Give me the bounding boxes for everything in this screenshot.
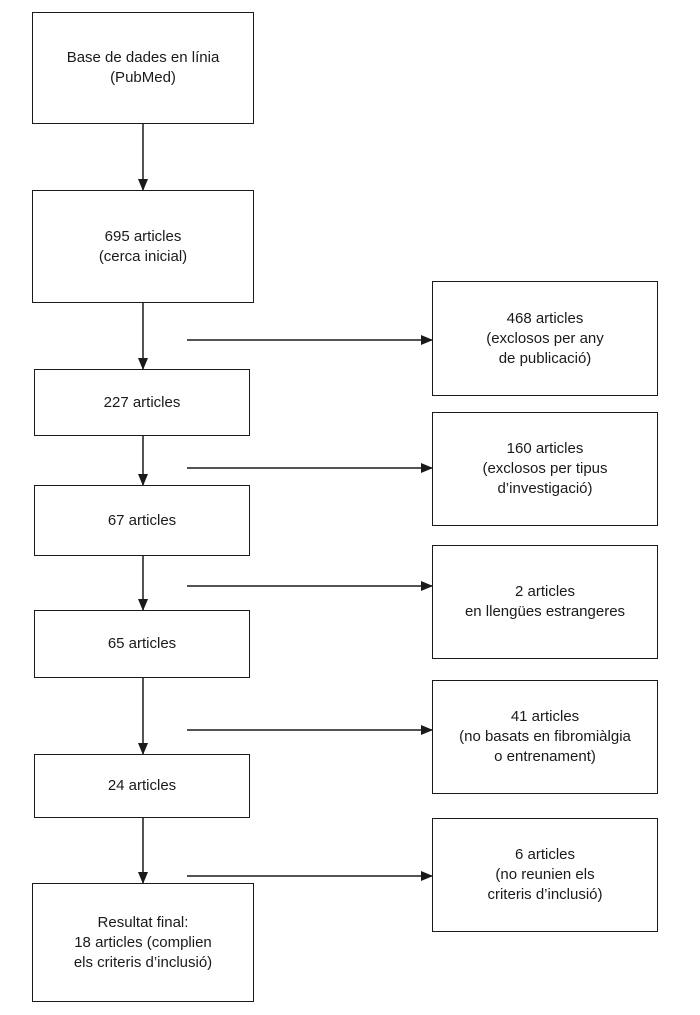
box-excluded-by-topic-line-2: (no basats en fibromiàlgia — [459, 728, 631, 745]
box-after-topic-filter-line-1: 24 articles — [107, 777, 177, 794]
box-excluded-by-language-line-2: en llengües estrangeres — [464, 603, 626, 620]
box-after-year-filter: 227 articles — [34, 369, 250, 436]
box-excluded-by-year-line-1: 468 articles — [506, 309, 584, 327]
box-excluded-by-topic-line-1: 41 articles — [510, 708, 580, 725]
box-final-result-line-1: Resultat final: — [97, 913, 189, 931]
box-initial-search-line-1: 695 articles — [104, 227, 182, 245]
box-after-type-filter: 67 articles — [34, 485, 250, 556]
box-excluded-by-type-line-2: (exclosos per tipus — [482, 460, 608, 477]
box-excluded-by-year-line-3: de publicació) — [498, 349, 592, 367]
box-source-database-line-2: (PubMed) — [110, 69, 176, 86]
box-excluded-by-criteria-line-1: 6 articles — [514, 846, 576, 863]
box-initial-search: 695 articles (cerca inicial) — [32, 190, 254, 303]
box-final-result: Resultat final: 18 articles (complien el… — [32, 883, 254, 1002]
box-after-year-filter-line-1: 227 articles — [103, 393, 181, 411]
box-excluded-by-criteria: 6 articles (no reunien els criteris d’in… — [432, 818, 658, 932]
box-initial-search-line-2: (cerca inicial) — [98, 247, 188, 265]
box-excluded-by-year: 468 articles (exclosos per any de public… — [432, 281, 658, 396]
box-final-result-line-3: els criteris d’inclusió) — [73, 953, 213, 971]
box-source-database: Base de dades en línia (PubMed) — [32, 12, 254, 124]
box-after-language-filter-line-1: 65 articles — [107, 635, 177, 652]
box-excluded-by-language-line-1: 2 articles — [514, 583, 576, 600]
box-excluded-by-criteria-line-2: (no reunien els — [495, 866, 595, 883]
box-after-topic-filter: 24 articles — [34, 754, 250, 818]
box-excluded-by-type: 160 articles (exclosos per tipus d’inves… — [432, 412, 658, 526]
box-excluded-by-type-line-1: 160 articles — [506, 440, 584, 457]
box-excluded-by-criteria-line-3: criteris d’inclusió) — [487, 886, 603, 903]
box-excluded-by-topic: 41 articles (no basats en fibromiàlgia o… — [432, 680, 658, 794]
box-excluded-by-type-line-3: d’investigació) — [497, 480, 593, 497]
box-after-type-filter-line-1: 67 articles — [107, 511, 177, 529]
box-excluded-by-year-line-2: (exclosos per any — [486, 329, 604, 347]
box-excluded-by-topic-line-3: o entrenament) — [494, 748, 596, 765]
box-final-result-line-2: 18 articles (complien — [74, 933, 212, 951]
box-excluded-by-language: 2 articles en llengües estrangeres — [432, 545, 658, 659]
box-after-language-filter: 65 articles — [34, 610, 250, 678]
box-source-database-line-1: Base de dades en línia — [66, 49, 220, 66]
